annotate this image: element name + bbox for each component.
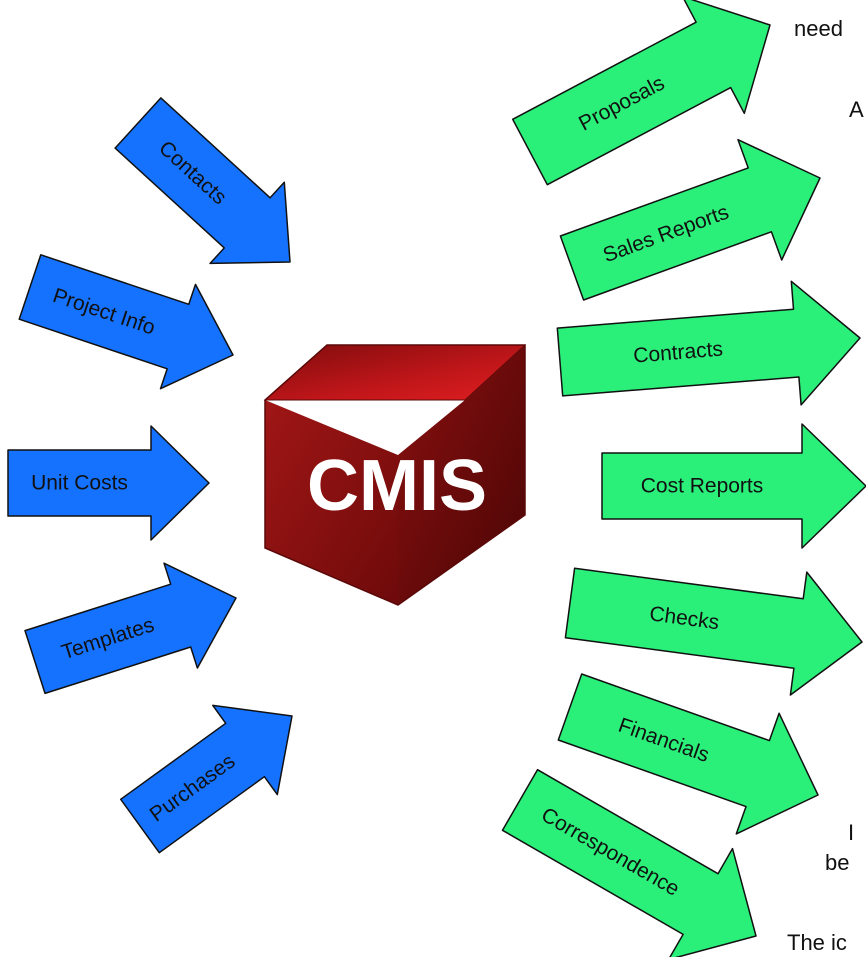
cube-outline (264, 344, 526, 606)
output-arrow-cost-reports: Cost Reports (601, 423, 866, 549)
input-arrow-purchases: Purchases (119, 704, 293, 854)
input-arrow-templates: Templates (24, 562, 237, 695)
output-arrow-cost-reports-label: Cost Reports (641, 475, 764, 498)
output-arrow-correspondence: Correspondence (501, 768, 757, 957)
cube-front-face (265, 400, 398, 605)
side-text-line-1: need (794, 16, 843, 41)
output-arrow-financials-shape (557, 673, 819, 835)
side-text-line-4: be (825, 850, 850, 875)
input-arrow-project-info: Project Info (18, 254, 234, 390)
input-arrow-templates-shape (24, 562, 237, 695)
input-arrow-contacts: Contacts (114, 97, 291, 265)
input-arrow-unit-costs: Unit Costs (7, 425, 210, 541)
input-arrow-unit-costs-label: Unit Costs (31, 472, 128, 495)
cube-label: CMIS (307, 446, 487, 526)
output-arrow-checks: Checks (564, 567, 863, 696)
input-arrow-unit-costs-shape (7, 425, 210, 541)
cmis-cube: CMIS (263, 344, 527, 606)
side-text-line-5: The ic (787, 930, 847, 955)
output-arrow-proposals-shape (511, 0, 771, 186)
cube-right-face (398, 345, 525, 605)
output-arrow-contracts-shape (556, 280, 861, 406)
input-arrow-purchases-shape (119, 704, 293, 854)
side-text-line-3: I (848, 820, 855, 845)
input-arrow-contacts-shape (114, 97, 291, 265)
input-arrow-project-info-shape (18, 254, 234, 390)
output-arrow-financials: Financials (557, 673, 819, 835)
output-arrow-sales-reports: Sales Reports (559, 138, 821, 301)
output-arrow-contracts: Contracts (556, 280, 861, 406)
output-arrow-correspondence-shape (501, 768, 757, 957)
side-text-line-2: A (849, 97, 864, 122)
output-arrow-proposals: Proposals (511, 0, 771, 186)
output-arrow-checks-shape (564, 567, 863, 696)
output-arrow-cost-reports-shape (601, 423, 866, 549)
output-arrow-sales-reports-shape (559, 138, 821, 301)
